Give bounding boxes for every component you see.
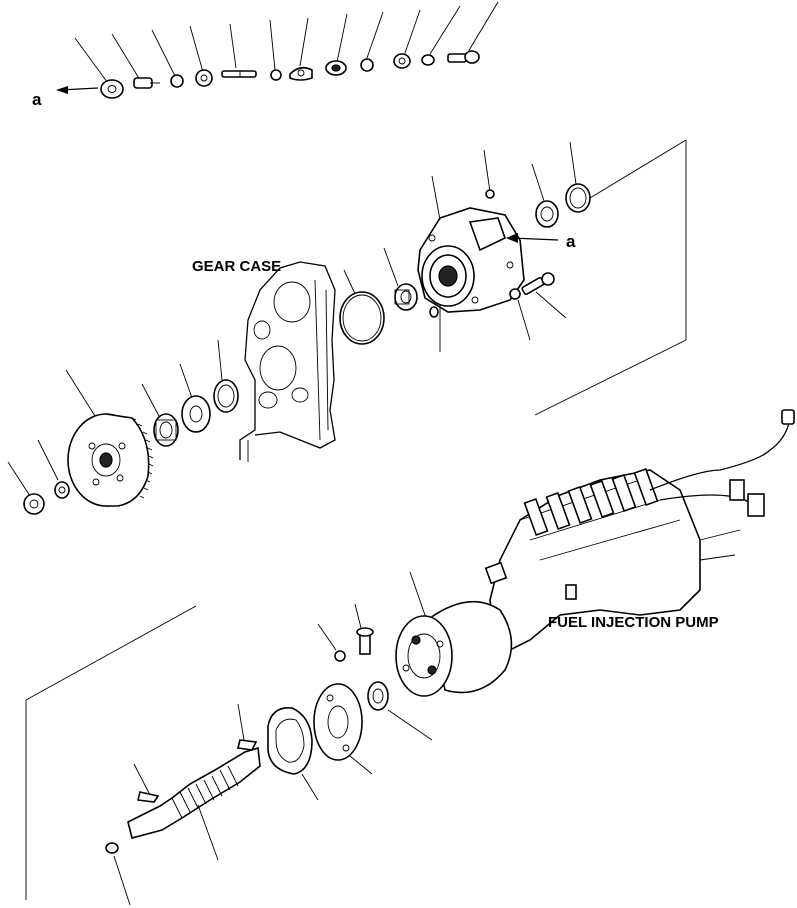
key-part-2 bbox=[237, 739, 258, 751]
ref-arrow-right bbox=[506, 233, 559, 243]
top-parts-row: a bbox=[32, 1, 499, 109]
fuel-injection-pump-label: FUEL INJECTION PUMP bbox=[548, 614, 719, 631]
gasket-part bbox=[267, 707, 319, 801]
drive-flange bbox=[313, 683, 373, 775]
lower-frame-lines bbox=[25, 605, 197, 900]
cover-leaders bbox=[429, 149, 567, 352]
coupling-washer-part bbox=[317, 623, 346, 662]
pump-housing-cover bbox=[417, 207, 525, 313]
arrow-left-icon bbox=[506, 233, 518, 243]
ref-label-a-left: a bbox=[32, 90, 42, 109]
plate-part bbox=[289, 66, 313, 81]
ref-label-a-right: a bbox=[566, 232, 576, 251]
key-part bbox=[137, 791, 160, 803]
collar-part bbox=[393, 53, 411, 69]
shaft-nut-part bbox=[105, 842, 131, 906]
pin-part bbox=[221, 70, 257, 78]
plug-part bbox=[747, 493, 765, 517]
cover-bolt-part bbox=[521, 272, 555, 296]
o-ring-upper-part bbox=[565, 141, 591, 213]
fuel-injection-pump bbox=[484, 409, 795, 651]
gear-washer-part bbox=[37, 439, 70, 499]
bushing-part bbox=[195, 69, 213, 87]
oil-seal-part bbox=[531, 163, 559, 228]
small-washer-part bbox=[270, 69, 282, 81]
ref-arrow-left bbox=[56, 86, 99, 94]
connector-icon bbox=[781, 409, 795, 425]
arrow-left-icon bbox=[56, 86, 68, 94]
gear-nut-part bbox=[7, 461, 45, 515]
o-ring-part bbox=[339, 269, 385, 345]
spacer-part bbox=[179, 363, 211, 433]
bolt-part bbox=[447, 50, 480, 64]
shim-part bbox=[213, 339, 239, 413]
cap-part bbox=[325, 60, 347, 76]
washer-part bbox=[170, 74, 184, 88]
ball-part bbox=[360, 58, 374, 72]
gear-case bbox=[239, 261, 336, 462]
bearing-upper-part bbox=[383, 247, 418, 311]
plug-part bbox=[729, 479, 745, 501]
timer-coupling bbox=[395, 571, 513, 697]
bearing-left-part bbox=[141, 383, 179, 447]
ring-part bbox=[421, 54, 435, 66]
stud-part bbox=[133, 77, 160, 89]
nut-part bbox=[100, 79, 124, 99]
drive-gear bbox=[65, 369, 154, 507]
upper-frame-lines bbox=[534, 139, 687, 416]
coupling-seal-part bbox=[367, 681, 433, 741]
gear-case-label: GEAR CASE bbox=[192, 258, 281, 275]
coupling-bolt-part bbox=[354, 603, 374, 655]
drive-shaft bbox=[127, 703, 261, 861]
pump-barrels bbox=[523, 467, 659, 537]
